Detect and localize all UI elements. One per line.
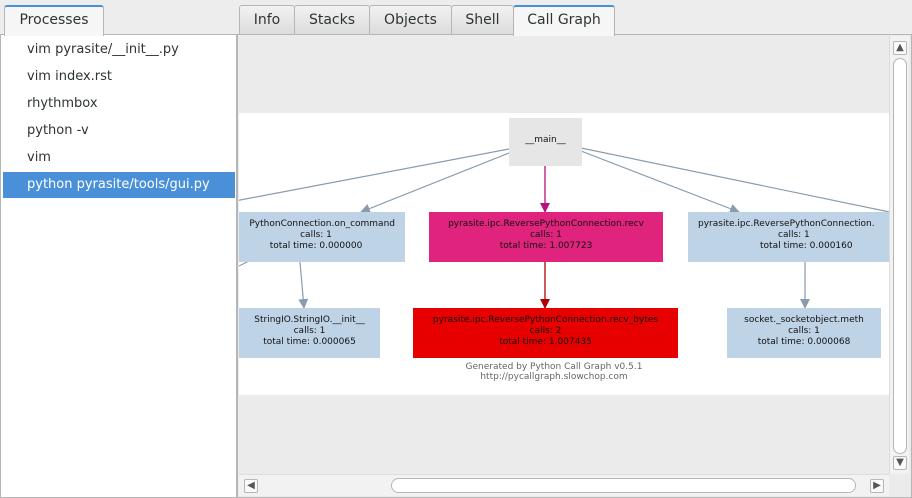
process-list: vim pyrasite/__init__.py vim index.rst r… [0, 34, 237, 498]
tab-processes[interactable]: Processes [4, 5, 104, 36]
tab-info[interactable]: Info [239, 5, 295, 34]
edge [298, 261, 309, 309]
horizontal-scrollbar[interactable]: ◀ ▶ [239, 474, 889, 496]
graph-node[interactable]: pyrasite.ipc.ReversePythonConnection. ca… [688, 212, 889, 262]
graph-node[interactable]: PythonConnection.on_command calls: 1 tot… [239, 212, 405, 262]
graph-node[interactable]: pyrasite.ipc.ReversePythonConnection.rec… [429, 212, 663, 262]
node-time: total time: 0.000160 [760, 241, 853, 251]
node-calls: calls: 1 [300, 230, 332, 240]
node-name: PythonConnection.on_command [249, 219, 395, 229]
vertical-scrollbar[interactable]: ▲ ▼ [889, 36, 909, 474]
node-name: StringIO.StringIO.__init__ [254, 315, 365, 325]
process-item[interactable]: rhythmbox [27, 96, 98, 111]
node-calls: calls: 1 [293, 326, 326, 336]
node-name: pyrasite.ipc.ReversePythonConnection.rec… [448, 219, 644, 229]
node-time: total time: 1.007435 [499, 337, 592, 347]
edge [580, 147, 889, 213]
edge [580, 150, 740, 214]
node-time: total time: 0.000000 [269, 241, 363, 251]
vertical-scroll-thumb[interactable] [893, 58, 907, 454]
node-time: total time: 0.000065 [263, 337, 356, 347]
graph-node[interactable]: socket._socketobject.meth calls: 1 total… [727, 308, 881, 358]
graph-node[interactable]: pyrasite.ipc.ReversePythonConnection.rec… [413, 308, 678, 358]
edge [239, 148, 510, 201]
node-time: total time: 1.007723 [499, 241, 593, 251]
node-name: socket._socketobject.meth [744, 315, 864, 325]
node-name: __main__ [525, 135, 566, 145]
scroll-up-button[interactable]: ▲ [893, 41, 907, 55]
graph-node[interactable]: StringIO.StringIO.__init__ calls: 1 tota… [239, 308, 380, 358]
process-item[interactable]: vim index.rst [27, 69, 113, 84]
node-calls: calls: 1 [530, 230, 562, 240]
graph-footer: Generated by Python Call Graph v0.5.1 ht… [409, 362, 699, 382]
process-item[interactable]: vim pyrasite/__init__.py [27, 42, 179, 57]
process-item-selected[interactable]: python pyrasite/tools/gui.py [3, 172, 235, 198]
node-name: pyrasite.ipc.ReversePythonConnection. [698, 219, 875, 229]
tab-stacks[interactable]: Stacks [294, 5, 370, 34]
graph-footer-line1: Generated by Python Call Graph v0.5.1 [465, 362, 643, 372]
process-item[interactable]: vim [27, 150, 51, 165]
node-calls: calls: 1 [778, 230, 810, 240]
call-graph-view[interactable]: __main__ PythonConnection.on_command cal… [239, 36, 889, 474]
process-item[interactable]: python -v [27, 123, 89, 138]
scroll-right-button[interactable]: ▶ [870, 479, 884, 493]
edge [360, 150, 515, 214]
node-name: pyrasite.ipc.ReversePythonConnection.rec… [432, 315, 659, 325]
scroll-left-button[interactable]: ◀ [244, 479, 258, 493]
graph-node-main[interactable]: __main__ [509, 118, 582, 166]
horizontal-scroll-thumb[interactable] [391, 478, 856, 493]
tab-objects[interactable]: Objects [369, 5, 452, 34]
tab-shell[interactable]: Shell [451, 5, 514, 34]
graph-footer-line2: http://pycallgraph.slowchop.com [480, 372, 628, 382]
tab-call-graph[interactable]: Call Graph [513, 5, 615, 36]
node-calls: calls: 1 [788, 326, 820, 336]
node-calls: calls: 2 [529, 326, 562, 336]
node-time: total time: 0.000068 [757, 337, 851, 347]
scroll-down-button[interactable]: ▼ [893, 456, 907, 470]
